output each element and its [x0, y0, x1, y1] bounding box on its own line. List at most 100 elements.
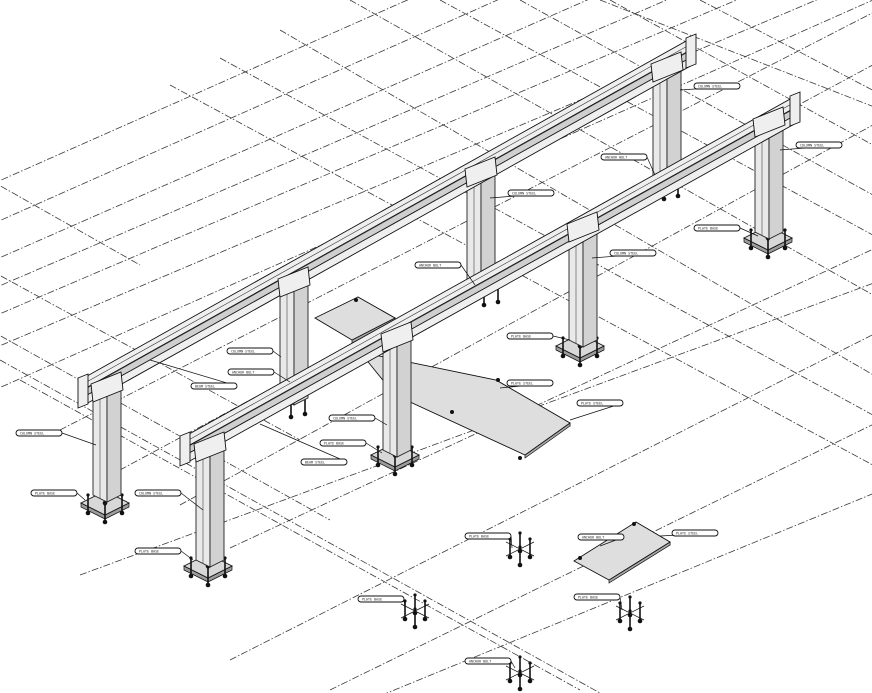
tag-col-b1: COLUMN STEEL: [134, 489, 204, 511]
bolt-nut: [507, 554, 513, 560]
tag-col-b2: COLUMN STEEL: [328, 414, 388, 426]
plate-bolt: [518, 456, 522, 460]
tag-base-8: PLATE BASE: [573, 593, 623, 611]
bolt-nut: [517, 562, 523, 568]
column-cap: [566, 211, 600, 243]
grid-line: [279, 29, 872, 375]
tag-box: [134, 547, 182, 555]
tag-box: [190, 382, 238, 390]
tag-box: [328, 414, 376, 422]
tag-box: [30, 489, 78, 497]
bolt-head: [638, 601, 642, 605]
tag-text: ANCHOR BOLT: [582, 535, 604, 539]
tag-beam-a: BEAM STEEL: [149, 359, 238, 390]
tag-text: COLUMN STEEL: [698, 84, 722, 88]
beam-end-cap: [685, 33, 697, 69]
bolt-nut: [402, 616, 408, 622]
grid-line: [0, 0, 499, 222]
column-a1: [92, 384, 122, 503]
bolt-nut: [375, 462, 381, 468]
tag-col-b4: COLUMN STEEL: [779, 141, 843, 151]
grid-line: [229, 249, 872, 549]
tag-text: ANCHOR BOLT: [419, 263, 441, 267]
bolt-nut: [222, 573, 228, 579]
tag-text: ANCHOR BOLT: [232, 370, 254, 374]
column-a4: [652, 64, 682, 193]
grid-line: [0, 0, 589, 259]
tag-text: COLUMN STEEL: [512, 191, 536, 195]
tag-text: BEAM STEEL: [305, 460, 325, 464]
column-cap: [464, 156, 498, 188]
leader-line: [510, 535, 513, 549]
bolt-nut: [765, 254, 771, 260]
leader-line: [510, 660, 516, 669]
beam-groove: [82, 43, 692, 385]
column-side: [106, 384, 122, 503]
column-side: [768, 119, 784, 240]
bolt-nut: [412, 624, 418, 630]
tag-box: [319, 439, 367, 447]
beam-groove: [181, 109, 793, 451]
tag-text: PLATE BASE: [698, 226, 718, 230]
leader-line: [552, 335, 571, 341]
bolt-head: [423, 599, 427, 603]
bolt-nut: [675, 193, 681, 199]
bolt-nut: [560, 353, 566, 359]
tag-col-a3: COLUMN STEEL: [489, 189, 555, 199]
plate-bolt: [450, 410, 454, 414]
bolt-nut: [517, 686, 523, 692]
beam-end-cap: [77, 373, 89, 409]
leader-line: [76, 492, 86, 501]
bolt-nut: [594, 353, 600, 359]
column-b3: [568, 224, 598, 348]
bolt-nut: [627, 626, 633, 632]
tag-text: PLATE STEEL: [581, 401, 603, 405]
anchor-bolt-group: [400, 593, 430, 630]
tag-slab-2: PLATE STEEL: [659, 529, 719, 537]
leader-line: [619, 596, 623, 611]
tag-beam-b: BEAM STEEL: [259, 423, 348, 466]
bolt-nut: [496, 378, 500, 382]
tag-col-a4: COLUMN STEEL: [679, 82, 741, 91]
tag-col-b3: COLUMN STEEL: [591, 249, 657, 259]
grid-line: [0, 0, 738, 315]
leader-line: [739, 227, 759, 237]
leader-line: [180, 492, 204, 511]
bolt-nut: [392, 471, 398, 477]
bolt-nut: [518, 456, 522, 460]
tag-text: PLATE BASE: [511, 334, 531, 338]
anchor-bolt-group: [505, 655, 535, 692]
tag-text: COLUMN STEEL: [20, 431, 44, 435]
plate-bolt: [632, 522, 636, 526]
column-cap: [193, 431, 227, 463]
tag-box: [577, 533, 625, 541]
bolt-nut: [577, 362, 583, 368]
tag-text: COLUMN STEEL: [139, 491, 163, 495]
leader-line: [149, 359, 238, 387]
tag-text: PLATE BASE: [35, 491, 55, 495]
grid-line: [0, 0, 668, 287]
tag-box: [506, 379, 554, 387]
tag-text: COLUMN STEEL: [800, 143, 824, 147]
bolt-nut: [450, 410, 454, 414]
tag-text: ANCHOR BOLT: [469, 659, 491, 663]
tag-box: [15, 429, 63, 437]
tag-col-a1: COLUMN STEEL: [15, 429, 97, 446]
tag-text: PLATE BASE: [469, 534, 489, 538]
bolt-head: [749, 228, 753, 232]
grid-line: [609, 0, 872, 145]
tag-box: [600, 153, 648, 161]
bolt-nut: [617, 618, 623, 624]
tag-box: [795, 141, 843, 149]
bolt-head: [86, 493, 90, 497]
plate-steel-small: [314, 296, 396, 344]
bolt-nut: [637, 618, 643, 624]
callout-tags: COLUMN STEEL COLUMN STEEL COLUMN STEEL COLU…: [15, 82, 843, 669]
column-b1: [195, 444, 225, 568]
bolt-nut: [661, 196, 667, 202]
grid-line: [0, 335, 331, 521]
bolt-nut: [495, 299, 501, 305]
tag-box: [226, 347, 274, 355]
tag-text: PLATE BASE: [139, 549, 159, 553]
